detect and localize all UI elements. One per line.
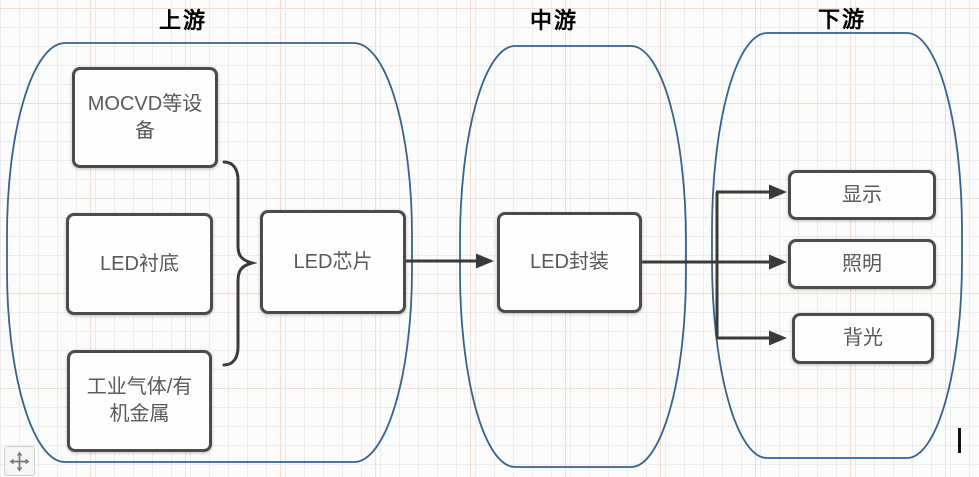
pan-tool-button[interactable] — [4, 446, 35, 476]
node-led-substrate[interactable]: LED衬底 — [66, 213, 213, 315]
node-industrial-gas-organic-metal[interactable]: 工业气体/有 机金属 — [67, 350, 212, 452]
move-icon — [9, 450, 30, 472]
arrow-chip-to-package-head — [476, 253, 494, 269]
node-lighting[interactable]: 照明 — [788, 239, 936, 289]
arrow-to-display-head — [769, 184, 787, 200]
node-led-chip[interactable]: LED芯片 — [260, 210, 406, 314]
node-mocvd-equipment[interactable]: MOCVD等设 备 — [72, 67, 218, 168]
node-led-package[interactable]: LED封装 — [497, 212, 642, 313]
arrow-to-lighting-head — [769, 254, 787, 270]
upstream-section-label: 上游 — [158, 8, 207, 33]
upstream-container-outline — [6, 42, 413, 463]
node-display[interactable]: 显示 — [788, 170, 936, 220]
downstream-section-label: 下游 — [817, 7, 866, 32]
brace-connector — [222, 160, 258, 367]
arrow-to-backlight-head — [769, 330, 787, 346]
downstream-container-outline — [711, 32, 963, 459]
text-cursor — [958, 428, 961, 453]
node-backlight[interactable]: 背光 — [792, 313, 934, 364]
midstream-section-label: 中游 — [529, 8, 578, 33]
midstream-container-outline — [459, 45, 687, 468]
